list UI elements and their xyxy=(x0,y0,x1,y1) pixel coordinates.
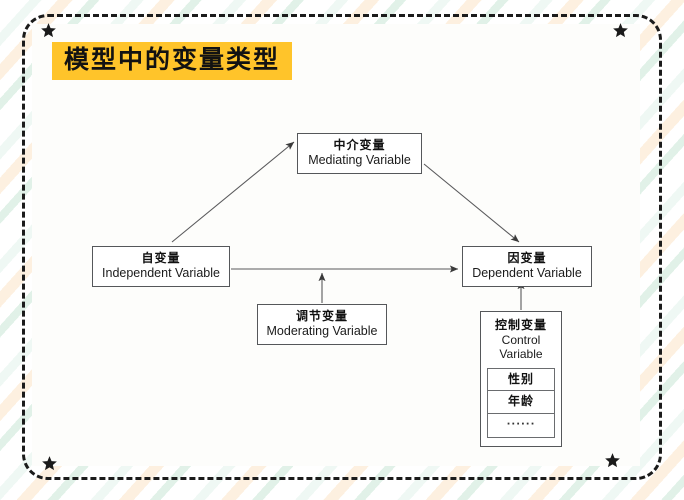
edge-independent-to-mediating xyxy=(171,141,295,243)
node-mediating-label-en: Mediating Variable xyxy=(308,153,411,167)
edge-mediating-to-dependent xyxy=(423,163,520,243)
node-mediating-label-cn: 中介变量 xyxy=(333,138,386,152)
star-icon xyxy=(612,22,629,39)
star-icon xyxy=(604,452,621,469)
node-dependent-variable[interactable]: 因变量 Dependent Variable xyxy=(462,246,592,288)
node-dependent-label-cn: 因变量 xyxy=(507,251,547,265)
variable-type-diagram: 中介变量 Mediating Variable 自变量 Independent … xyxy=(32,24,640,466)
content-card: 模型中的变量类型 xyxy=(32,24,640,466)
node-mediating-variable[interactable]: 中介变量 Mediating Variable xyxy=(297,133,422,175)
node-moderating-label-cn: 调节变量 xyxy=(295,309,348,323)
node-control-label-en: Control Variable xyxy=(499,333,543,362)
node-moderating-label-en: Moderating Variable xyxy=(266,324,378,338)
list-item[interactable]: 年龄 xyxy=(488,391,554,414)
node-moderating-variable[interactable]: 调节变量 Moderating Variable xyxy=(257,304,387,346)
diagram-connectors xyxy=(171,141,525,310)
node-independent-label-en: Independent Variable xyxy=(102,266,220,280)
node-control-label-cn: 控制变量 xyxy=(494,318,547,332)
star-icon xyxy=(41,455,58,472)
control-variable-list: 性别 年龄 ······ xyxy=(487,367,555,438)
list-item[interactable]: ······ xyxy=(488,414,554,438)
node-dependent-label-en: Dependent Variable xyxy=(472,266,582,280)
page-title: 模型中的变量类型 xyxy=(52,42,293,80)
node-independent-variable[interactable]: 自变量 Independent Variable xyxy=(92,246,230,288)
list-item[interactable]: 性别 xyxy=(488,369,554,392)
page-title-text: 模型中的变量类型 xyxy=(52,42,293,80)
node-independent-label-cn: 自变量 xyxy=(141,251,181,265)
node-control-variable[interactable]: 控制变量 Control Variable 性别 年龄 ······ xyxy=(480,311,562,447)
star-icon xyxy=(40,22,57,39)
